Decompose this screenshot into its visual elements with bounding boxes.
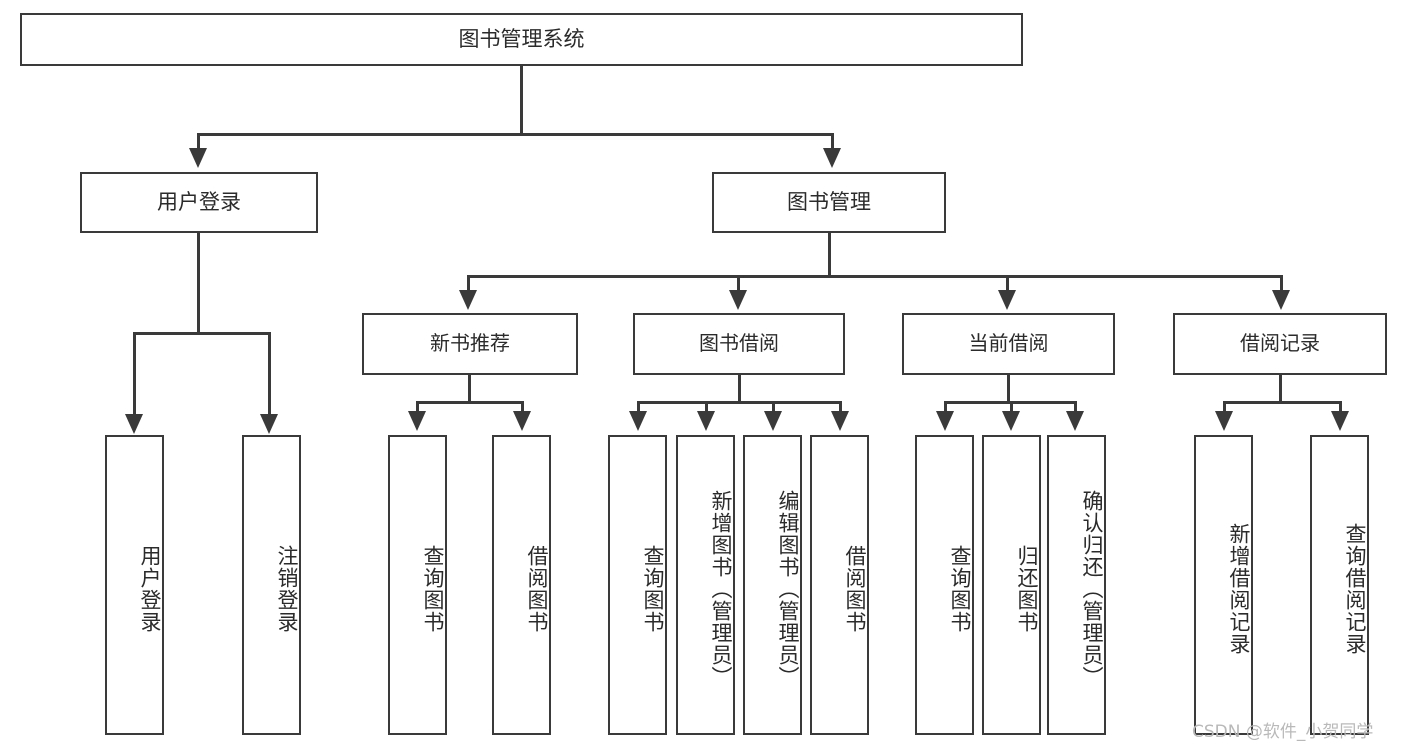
connector-current-borrow-drop-1: [944, 401, 947, 413]
leaf-user-login-logout[interactable]: 注销登录: [242, 435, 301, 735]
arrowhead-to-book-management: [823, 148, 841, 168]
connector-book-borrow-drop-1: [637, 401, 640, 413]
leaf-book-borrow-query-book[interactable]: 查询图书: [608, 435, 667, 735]
leaf-book-borrow-edit-book-admin[interactable]: 编辑图书（管理员）: [743, 435, 802, 735]
arrowhead-new-book-leaf-1: [408, 411, 426, 431]
leaf-borrow-record-query-record[interactable]: 查询借阅记录: [1310, 435, 1369, 735]
node-root-library-management-system[interactable]: 图书管理系统: [20, 13, 1023, 66]
connector-level2-drop-3: [1006, 275, 1009, 292]
connector-level2-drop-2: [737, 275, 740, 292]
node-label: 图书管理: [787, 190, 871, 215]
connector-new-book-stem: [468, 375, 471, 403]
connector-borrow-record-stem: [1279, 375, 1282, 403]
node-book-borrow[interactable]: 图书借阅: [633, 313, 845, 375]
node-borrow-record[interactable]: 借阅记录: [1173, 313, 1387, 375]
node-label: 借阅图书: [843, 545, 867, 633]
node-label: 查询借阅记录: [1343, 523, 1367, 655]
leaf-current-borrow-query-book[interactable]: 查询图书: [915, 435, 974, 735]
connector-new-book-drop-1: [416, 401, 419, 413]
connector-root-stem: [520, 66, 523, 135]
connector-borrow-record-drop-1: [1223, 401, 1226, 413]
arrowhead-to-current-borrow: [998, 290, 1016, 310]
node-label: 编辑图书（管理员）: [776, 490, 800, 688]
connector-current-borrow-drop-3: [1074, 401, 1077, 413]
connector-user-login-right-drop: [268, 332, 271, 416]
connector-root-left-drop: [197, 133, 200, 150]
arrowhead-to-new-book-recommend: [459, 290, 477, 310]
leaf-new-book-query-book[interactable]: 查询图书: [388, 435, 447, 735]
node-label: 新增借阅记录: [1227, 523, 1251, 655]
arrowhead-book-borrow-leaf-4: [831, 411, 849, 431]
leaf-book-borrow-add-book-admin[interactable]: 新增图书（管理员）: [676, 435, 735, 735]
connector-book-borrow-bar: [637, 401, 842, 404]
node-label: 新书推荐: [430, 331, 510, 356]
node-label: 确认归还（管理员）: [1080, 490, 1104, 688]
node-label: 查询图书: [641, 545, 665, 633]
node-user-login[interactable]: 用户登录: [80, 172, 318, 233]
connector-current-borrow-drop-2: [1010, 401, 1013, 413]
connector-book-borrow-stem: [738, 375, 741, 403]
node-label: 归还图书: [1015, 545, 1039, 633]
connector-user-login-bar: [133, 332, 270, 335]
arrowhead-borrow-record-leaf-1: [1215, 411, 1233, 431]
node-label: 查询图书: [948, 545, 972, 633]
node-current-borrow[interactable]: 当前借阅: [902, 313, 1115, 375]
arrowhead-borrow-record-leaf-2: [1331, 411, 1349, 431]
connector-level2-drop-4: [1280, 275, 1283, 292]
connector-book-management-stem: [828, 233, 831, 278]
arrowhead-user-login-leaf-2: [260, 414, 278, 434]
connector-book-borrow-drop-2: [705, 401, 708, 413]
connector-level2-bar: [467, 275, 1283, 278]
node-label: 当前借阅: [968, 331, 1049, 356]
node-label: 借阅记录: [1240, 331, 1320, 356]
connector-user-login-left-drop: [133, 332, 136, 416]
leaf-current-borrow-confirm-return-admin[interactable]: 确认归还（管理员）: [1047, 435, 1106, 735]
leaf-current-borrow-return-book[interactable]: 归还图书: [982, 435, 1041, 735]
connector-root-right-drop: [831, 133, 834, 150]
connector-new-book-bar: [416, 401, 524, 404]
node-label: 新增图书（管理员）: [709, 490, 733, 688]
connector-book-borrow-drop-3: [772, 401, 775, 413]
connector-new-book-drop-2: [521, 401, 524, 413]
arrowhead-user-login-leaf-1: [125, 414, 143, 434]
node-label: 图书借阅: [699, 331, 779, 356]
node-label: 用户登录: [157, 190, 241, 215]
node-new-book-recommend[interactable]: 新书推荐: [362, 313, 578, 375]
arrowhead-to-borrow-record: [1272, 290, 1290, 310]
leaf-user-login-login[interactable]: 用户登录: [105, 435, 164, 735]
connector-current-borrow-stem: [1007, 375, 1010, 403]
arrowhead-to-user-login: [189, 148, 207, 168]
leaf-new-book-borrow-book[interactable]: 借阅图书: [492, 435, 551, 735]
connector-user-login-stem: [197, 233, 200, 335]
connector-book-borrow-drop-4: [839, 401, 842, 413]
arrowhead-to-book-borrow: [729, 290, 747, 310]
connector-borrow-record-bar: [1223, 401, 1342, 404]
arrowhead-book-borrow-leaf-2: [697, 411, 715, 431]
arrowhead-current-borrow-leaf-1: [936, 411, 954, 431]
node-label: 查询图书: [421, 545, 445, 633]
arrowhead-new-book-leaf-2: [513, 411, 531, 431]
node-label: 图书管理系统: [458, 27, 585, 52]
arrowhead-current-borrow-leaf-3: [1066, 411, 1084, 431]
node-label: 借阅图书: [525, 545, 549, 633]
connector-root-bar: [197, 133, 834, 136]
connector-level2-drop-1: [467, 275, 470, 292]
arrowhead-current-borrow-leaf-2: [1002, 411, 1020, 431]
leaf-book-borrow-borrow-book[interactable]: 借阅图书: [810, 435, 869, 735]
connector-borrow-record-drop-2: [1339, 401, 1342, 413]
node-label: 用户登录: [138, 545, 162, 633]
arrowhead-book-borrow-leaf-3: [764, 411, 782, 431]
node-label: 注销登录: [275, 545, 299, 633]
node-book-management[interactable]: 图书管理: [712, 172, 946, 233]
arrowhead-book-borrow-leaf-1: [629, 411, 647, 431]
leaf-borrow-record-add-record[interactable]: 新增借阅记录: [1194, 435, 1253, 735]
